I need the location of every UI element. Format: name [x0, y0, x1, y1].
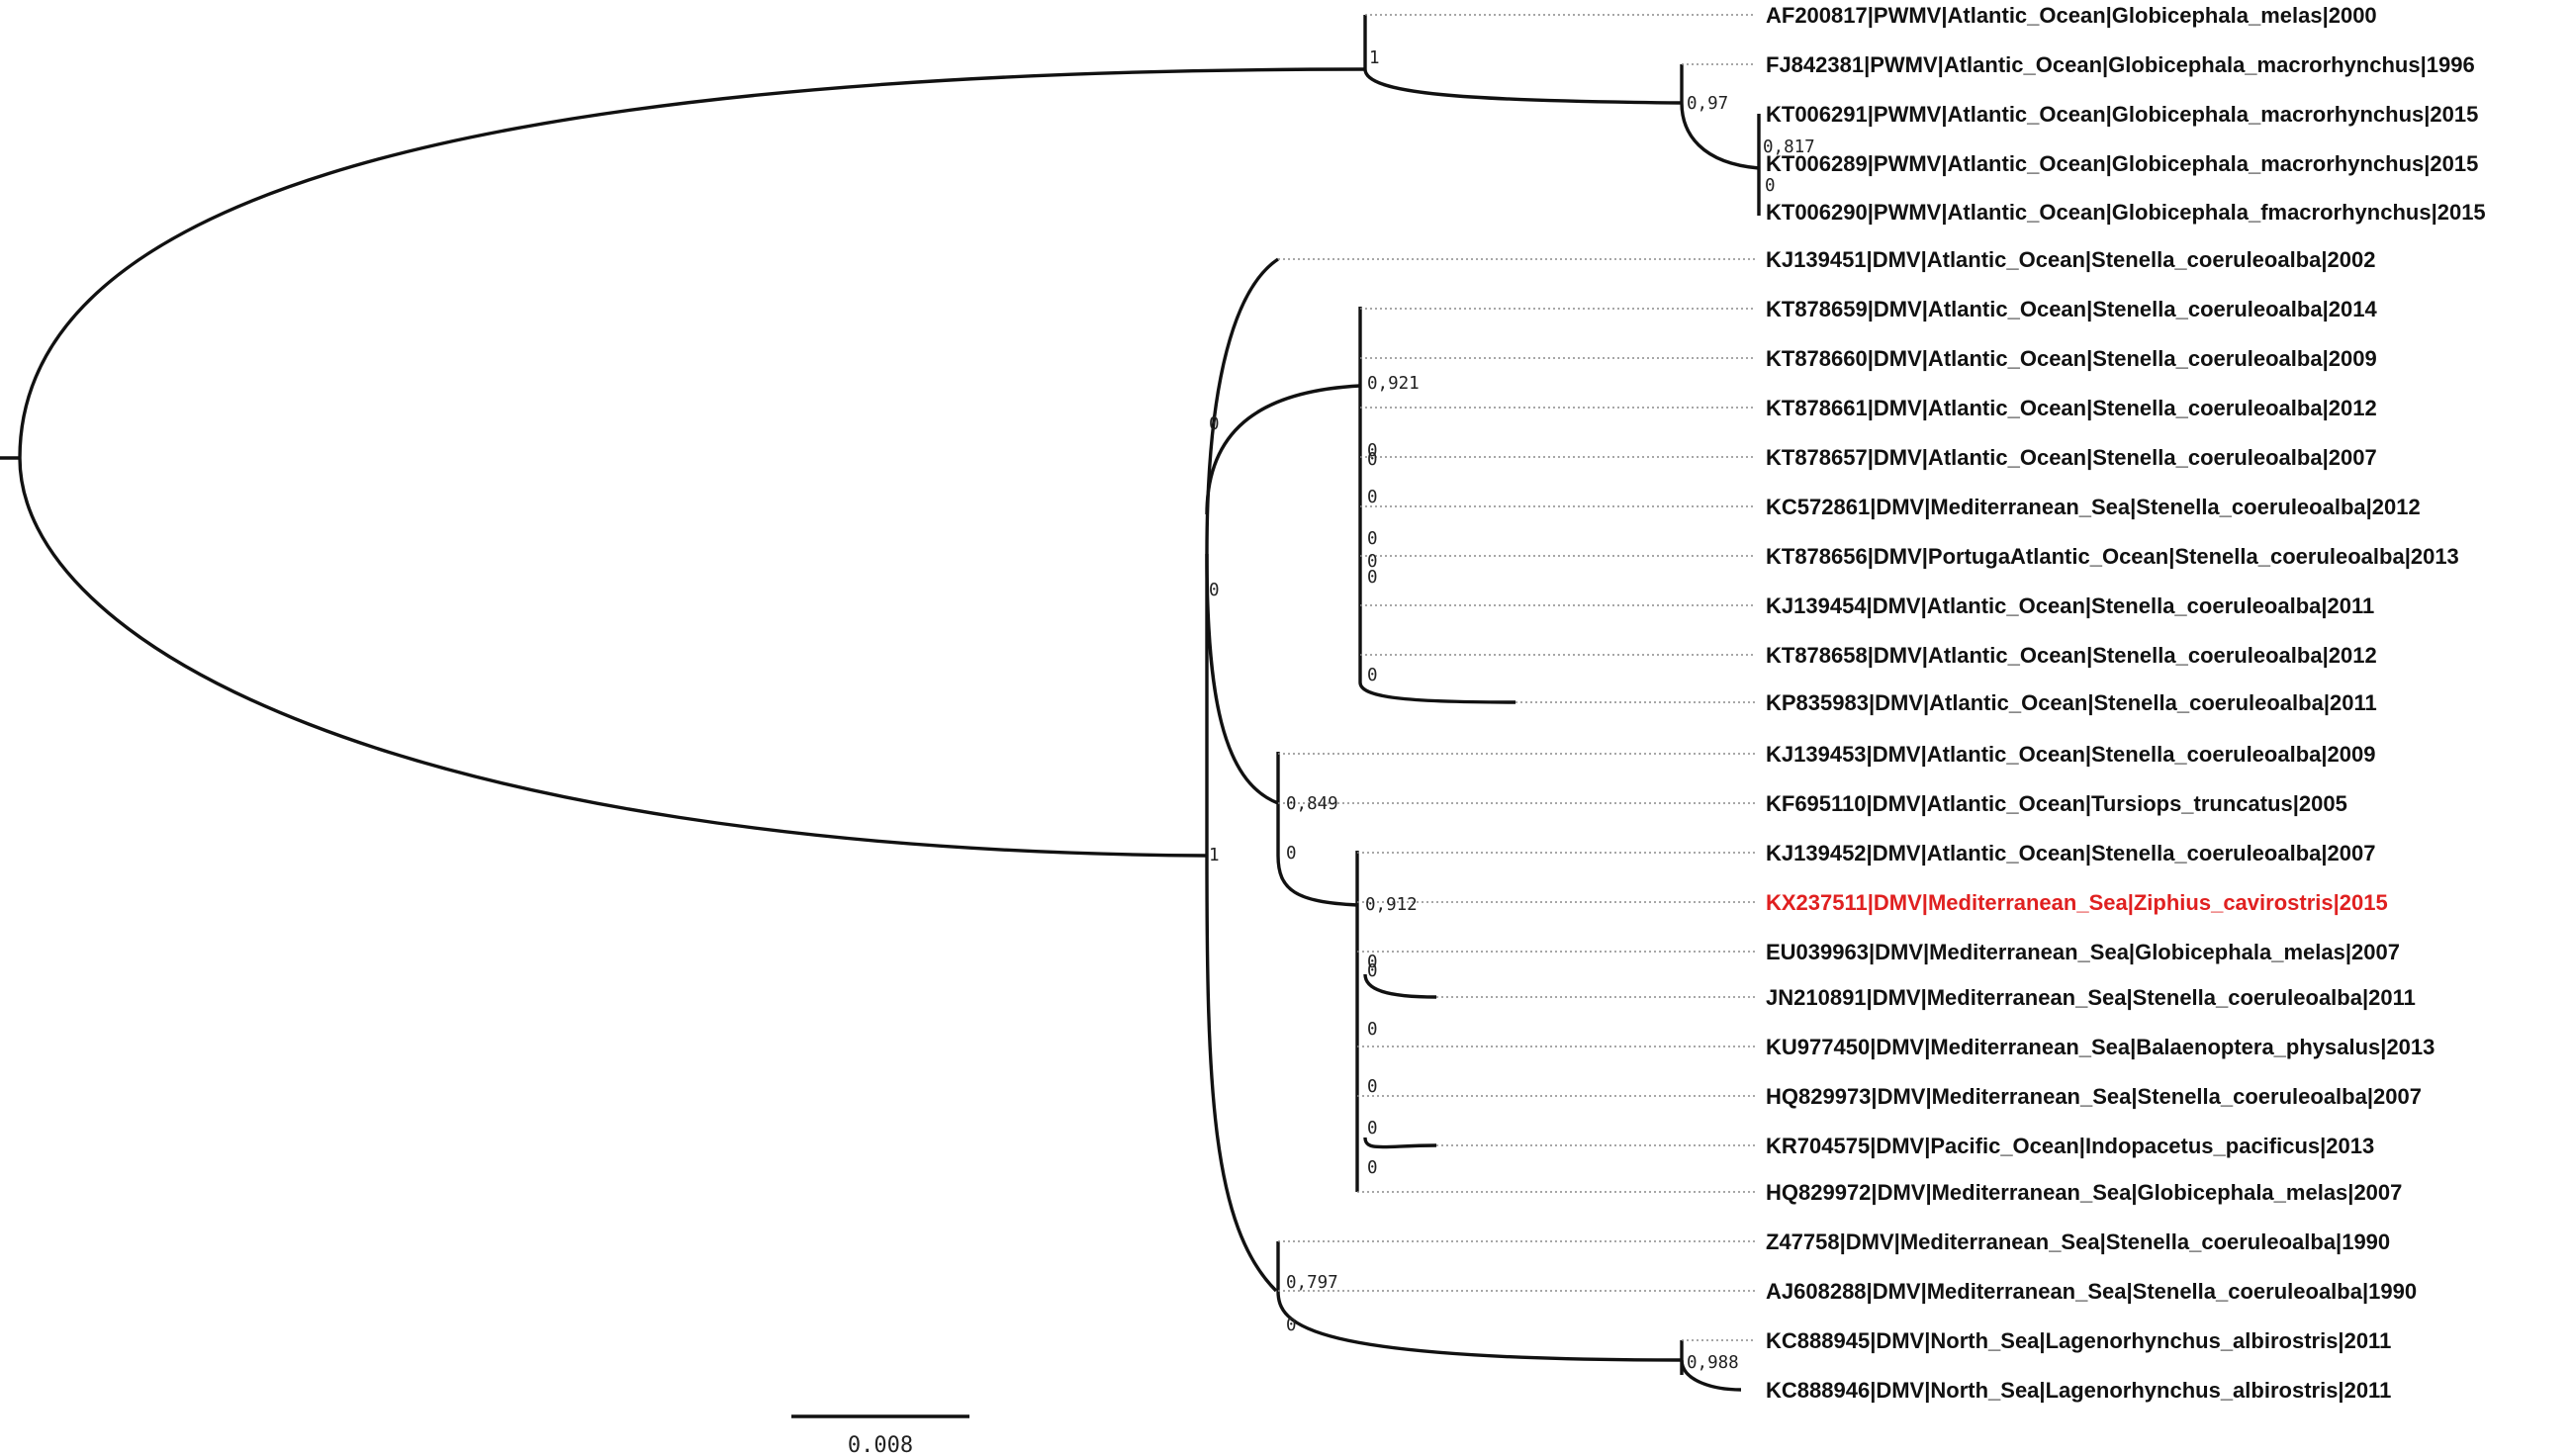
leaf-label: AJ608288|DMV|Mediterranean_Sea|Stenella_…	[1766, 1279, 2417, 1304]
leaf-label: KT006289|PWMV|Atlantic_Ocean|Globicephal…	[1766, 151, 2478, 176]
support-value: 0,912	[1365, 895, 1418, 915]
leaf-label: KR704575|DMV|Pacific_Ocean|Indopacetus_p…	[1766, 1134, 2374, 1158]
scale-bar-label: 0.008	[848, 1433, 913, 1456]
leaf-label: FJ842381|PWMV|Atlantic_Ocean|Globicephal…	[1766, 52, 2475, 77]
branch-dmv-inner-down	[1205, 553, 1279, 805]
support-value: 0	[1367, 961, 1378, 981]
leaf-label: KT878659|DMV|Atlantic_Ocean|Stenella_coe…	[1766, 297, 2377, 321]
support-value: 0,797	[1286, 1273, 1338, 1293]
leaf-label: KT878656|DMV|PortugaAtlantic_Ocean|Stene…	[1766, 544, 2459, 569]
leaf-guides	[1278, 14, 1756, 1341]
branch-globi-down	[1680, 102, 1760, 170]
branch-kr704575	[1363, 1137, 1437, 1149]
support-value: 0	[1367, 953, 1378, 972]
leaf-label: KT878661|DMV|Atlantic_Ocean|Stenella_coe…	[1766, 396, 2377, 420]
support-value: 0	[1367, 529, 1378, 549]
leaf-label: KT878657|DMV|Atlantic_Ocean|Stenella_coe…	[1766, 445, 2377, 470]
leaf-label: KJ139451|DMV|Atlantic_Ocean|Stenella_coe…	[1766, 247, 2375, 272]
support-value: 0,97	[1687, 94, 1728, 114]
branch-stenella-node	[1205, 384, 1361, 515]
support-value: 0,849	[1286, 794, 1338, 814]
leaf-label: Z47758|DMV|Mediterranean_Sea|Stenella_co…	[1766, 1229, 2390, 1254]
support-value: 0,921	[1367, 374, 1420, 394]
support-value: 0	[1209, 414, 1220, 434]
support-value: 0	[1367, 1077, 1378, 1097]
branch-dmv-down	[1205, 855, 1278, 1293]
support-values: 1 0,97 0,817 0 1 0 0 0,921 0 0 0 0 0 0 0…	[1209, 48, 1815, 1373]
branch-northsea-tip	[1680, 1359, 1742, 1392]
branch-northsea	[1276, 1290, 1683, 1362]
support-value: 0,988	[1687, 1353, 1739, 1373]
leaf-label: KF695110|DMV|Atlantic_Ocean|Tursiops_tru…	[1766, 791, 2347, 816]
leaf-label: EU039963|DMV|Mediterranean_Sea|Globiceph…	[1766, 940, 2400, 964]
leaf-label: HQ829972|DMV|Mediterranean_Sea|Globiceph…	[1766, 1180, 2402, 1205]
leaf-label: KJ139454|DMV|Atlantic_Ocean|Stenella_coe…	[1766, 593, 2374, 618]
support-value: 0	[1367, 568, 1378, 588]
leaf-label-highlighted: KX237511|DMV|Mediterranean_Sea|Ziphius_c…	[1766, 890, 2388, 915]
leaf-label: HQ829973|DMV|Mediterranean_Sea|Stenella_…	[1766, 1084, 2422, 1109]
support-value: 0	[1367, 441, 1378, 461]
branch-jn210891	[1363, 973, 1437, 999]
leaf-label: KT878658|DMV|Atlantic_Ocean|Stenella_coe…	[1766, 643, 2377, 668]
support-value: 0	[1367, 450, 1378, 470]
branch-root-to-pwmv	[18, 67, 1366, 459]
support-value: 0	[1367, 488, 1378, 507]
leaf-label: KT006290|PWMV|Atlantic_Ocean|Globicephal…	[1766, 200, 2486, 225]
support-value: 0	[1367, 1020, 1378, 1040]
leaf-label: KJ139453|DMV|Atlantic_Ocean|Stenella_coe…	[1766, 742, 2375, 767]
support-value: 0	[1367, 1158, 1378, 1178]
support-value: 1	[1369, 48, 1380, 68]
support-value: 0,817	[1763, 137, 1815, 157]
tree-branches	[0, 15, 1761, 1392]
support-value: 0	[1286, 844, 1297, 864]
support-value: 0	[1367, 666, 1378, 685]
branch-pwmv-down	[1363, 68, 1683, 105]
support-value: 0	[1367, 552, 1378, 572]
branch-mixed-down	[1276, 855, 1358, 907]
scale-bar: 0.008	[791, 1414, 969, 1456]
support-value: 0	[1765, 176, 1776, 196]
leaf-label: KU977450|DMV|Mediterranean_Sea|Balaenopt…	[1766, 1035, 2434, 1059]
leaf-label: AF200817|PWMV|Atlantic_Ocean|Globicephal…	[1766, 3, 2377, 28]
leaf-label: KP835983|DMV|Atlantic_Ocean|Stenella_coe…	[1766, 690, 2377, 715]
leaf-label: KC572861|DMV|Mediterranean_Sea|Stenella_…	[1766, 495, 2421, 519]
branch-root-to-dmv	[18, 457, 1208, 858]
support-value: 0	[1286, 1316, 1297, 1335]
leaf-label: KC888945|DMV|North_Sea|Lagenorhynchus_al…	[1766, 1328, 2391, 1353]
support-value: 1	[1209, 846, 1220, 865]
support-value: 0	[1367, 1119, 1378, 1138]
leaf-label: JN210891|DMV|Mediterranean_Sea|Stenella_…	[1766, 985, 2416, 1010]
leaf-labels: AF200817|PWMV|Atlantic_Ocean|Globicephal…	[1766, 3, 2486, 1403]
leaf-label: KT006291|PWMV|Atlantic_Ocean|Globicephal…	[1766, 102, 2478, 127]
branch-kp835983	[1358, 682, 1516, 704]
leaf-label: KJ139452|DMV|Atlantic_Ocean|Stenella_coe…	[1766, 841, 2375, 865]
leaf-label: KC888946|DMV|North_Sea|Lagenorhynchus_al…	[1766, 1378, 2391, 1403]
leaf-label: KT878660|DMV|Atlantic_Ocean|Stenella_coe…	[1766, 346, 2377, 371]
support-value: 0	[1209, 581, 1220, 600]
